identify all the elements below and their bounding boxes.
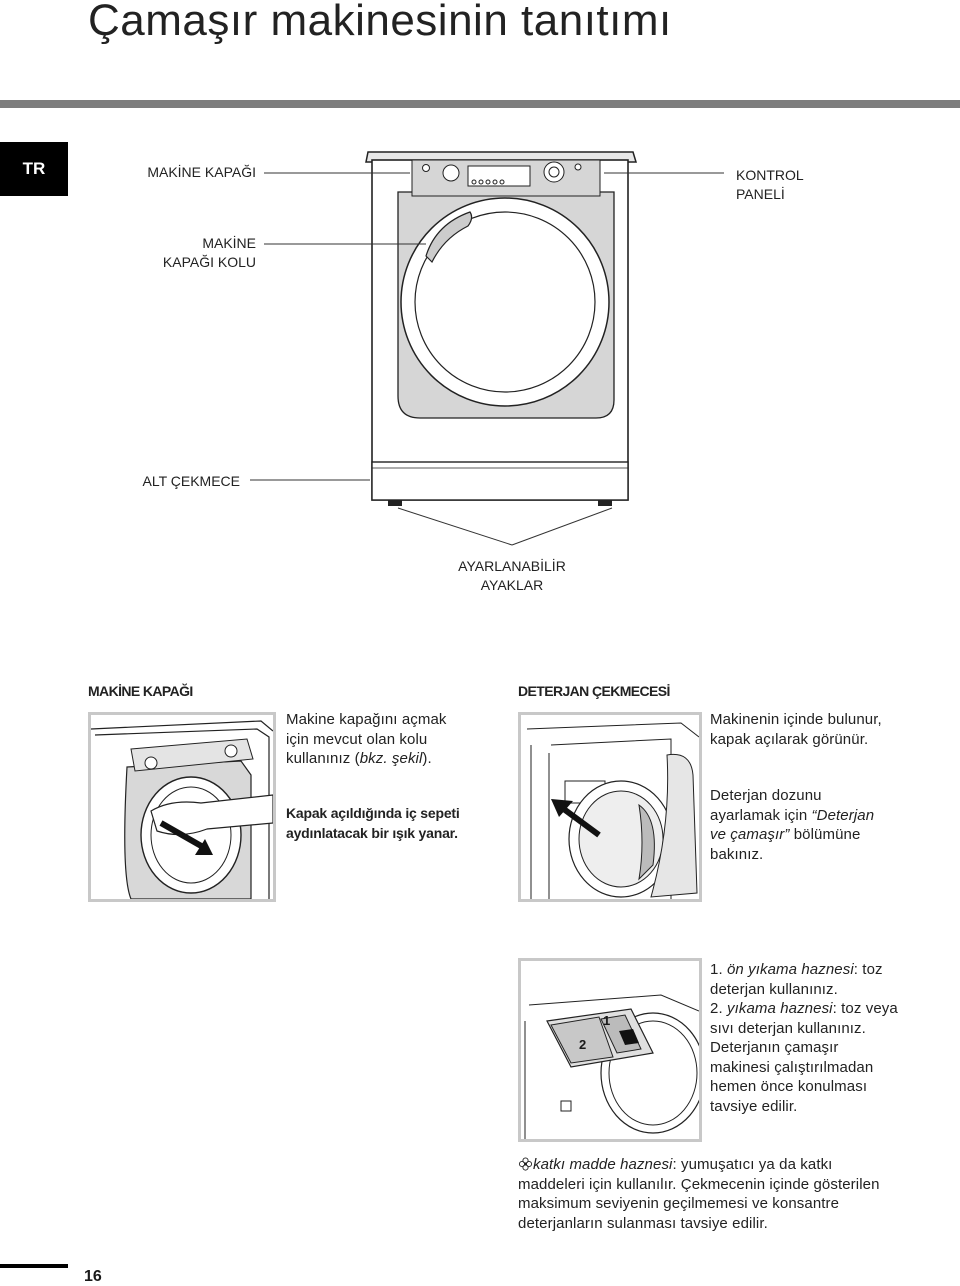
softener-note: katkı madde haznesi: yumuşatıcı ya da ka…: [518, 1156, 880, 1232]
compartment-illustration: 1 2: [518, 958, 706, 1142]
drawer-location-text: Makinenin içinde bulunur, kapak açılarak…: [710, 711, 882, 748]
flower-icon: [518, 1157, 533, 1171]
drawer-compartments-drawing: [524, 994, 706, 1139]
drawer-section-heading: DETERJAN ÇEKMECESİ: [518, 683, 670, 699]
drawer-dose-text: Deterjan dozunu ayarlamak için “Deterjan…: [710, 787, 875, 863]
language-tab: TR: [0, 142, 68, 196]
bottom-drawer-label: ALT ÇEKMECE: [142, 473, 240, 489]
page-number: 16: [84, 1268, 102, 1285]
compartment-label-1: 1: [603, 1013, 611, 1028]
door-label: MAKİNE KAPAĞI: [147, 164, 256, 180]
footer-rule: [0, 1264, 68, 1268]
hand-opening-door-drawing: [90, 720, 274, 900]
page-title: Çamaşır makinesinin tanıtımı: [88, 0, 672, 45]
door-light-note: Kapak açıldığında iç sepeti aydınlatacak…: [286, 805, 460, 841]
washing-machine-diagram: [250, 151, 724, 546]
detergent-drawer-illustration: [518, 712, 702, 902]
adjustable-feet-label: AYARLANABİLİR AYAKLAR: [458, 558, 566, 593]
door-section-heading: MAKİNE KAPAĞI: [88, 683, 193, 699]
compartment-label-2: 2: [579, 1037, 587, 1052]
open-door-drawer-drawing: [526, 722, 700, 899]
door-instructions: Makine kapağını açmak için mevcut olan k…: [286, 711, 447, 767]
control-panel-label: KONTROL PANELİ: [736, 167, 804, 202]
compartment-descriptions: 1. ön yıkama haznesi: toz deterjan kulla…: [710, 961, 898, 1115]
header-rule: [0, 100, 960, 108]
door-handle-label: MAKİNE KAPAĞI KOLU: [162, 235, 256, 270]
door-opening-illustration: [88, 712, 276, 902]
